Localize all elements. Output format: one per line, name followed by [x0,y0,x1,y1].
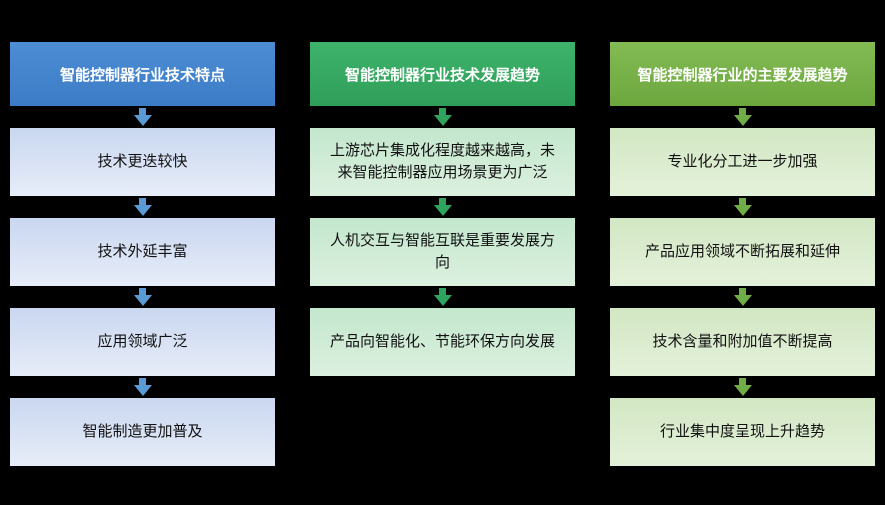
flow-step: 行业集中度呈现上升趋势 [610,398,875,466]
flow-step: 专业化分工进一步加强 [610,128,875,196]
arrow-down-icon [133,106,152,128]
flow-step: 技术外延丰富 [10,218,275,286]
flow-column-industry-trends: 智能控制器行业的主要发展趋势 专业化分工进一步加强 产品应用领域不断拓展和延伸 … [610,42,875,466]
column-header: 智能控制器行业技术发展趋势 [310,42,575,106]
flow-step: 产品向智能化、节能环保方向发展 [310,308,575,376]
column-header: 智能控制器行业技术特点 [10,42,275,106]
flow-column-tech-trends: 智能控制器行业技术发展趋势 上游芯片集成化程度越来越高，未来智能控制器应用场景更… [310,42,575,376]
flow-step: 应用领域广泛 [10,308,275,376]
arrow-down-icon [733,376,752,398]
flow-step: 上游芯片集成化程度越来越高，未来智能控制器应用场景更为广泛 [310,128,575,196]
arrow-down-icon [733,286,752,308]
flow-step: 智能制造更加普及 [10,398,275,466]
arrow-down-icon [733,196,752,218]
flow-step: 产品应用领域不断拓展和延伸 [610,218,875,286]
flow-step: 技术更迭较快 [10,128,275,196]
arrow-down-icon [133,376,152,398]
arrow-down-icon [133,286,152,308]
arrow-down-icon [433,286,452,308]
column-header: 智能控制器行业的主要发展趋势 [610,42,875,106]
flow-column-tech-features: 智能控制器行业技术特点 技术更迭较快 技术外延丰富 应用领域广泛 智能制造更加普… [10,42,275,466]
arrow-down-icon [133,196,152,218]
arrow-down-icon [433,106,452,128]
arrow-down-icon [733,106,752,128]
flow-step: 人机交互与智能互联是重要发展方向 [310,218,575,286]
flow-step: 技术含量和附加值不断提高 [610,308,875,376]
arrow-down-icon [433,196,452,218]
